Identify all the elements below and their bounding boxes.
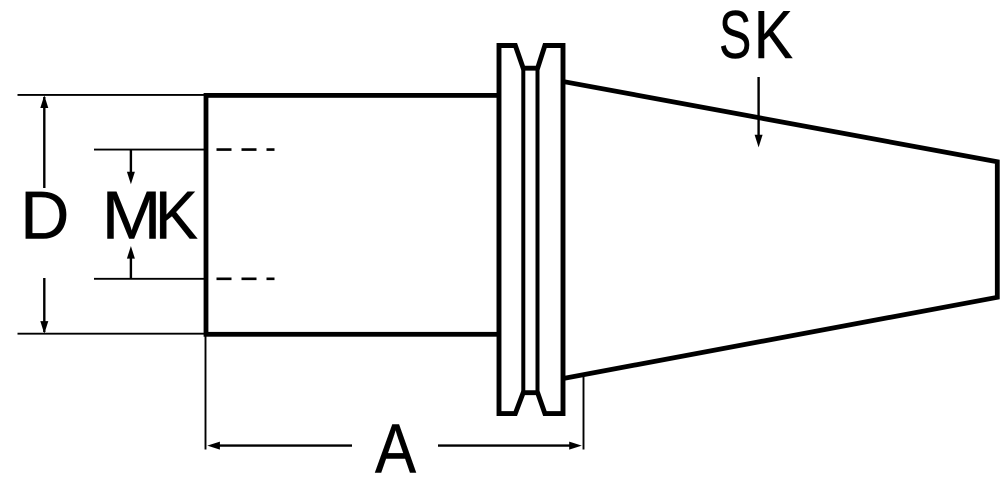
svg-text:K: K (155, 178, 198, 254)
svg-text:A: A (375, 409, 416, 488)
svg-text:S: S (719, 0, 751, 73)
svg-text:K: K (754, 0, 793, 73)
svg-text:D: D (20, 178, 69, 254)
svg-text:M: M (102, 177, 162, 253)
